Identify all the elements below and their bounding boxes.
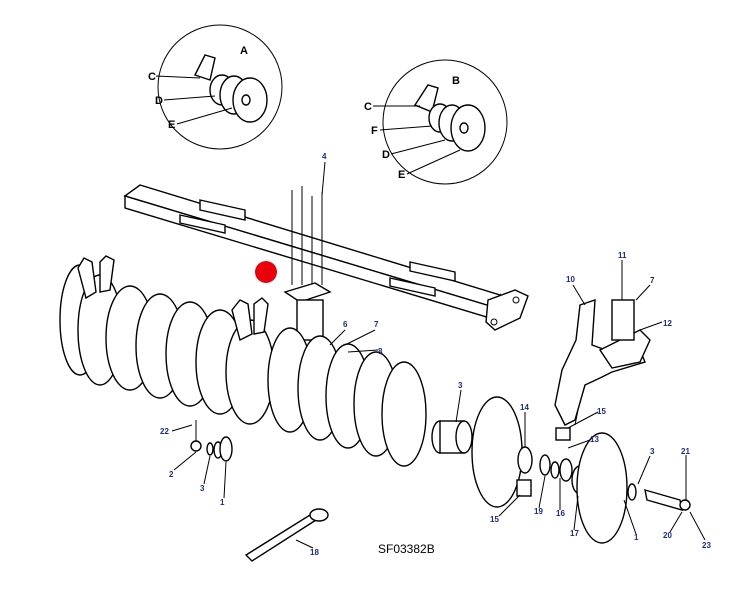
red-marker-dot bbox=[255, 261, 277, 283]
callout-17: 17 bbox=[570, 529, 579, 538]
detail-b-label-f: F bbox=[371, 125, 378, 137]
callout-4: 4 bbox=[322, 152, 327, 161]
callout-22: 22 bbox=[160, 427, 169, 436]
detail-b-letter: B bbox=[452, 75, 460, 87]
callout-10: 10 bbox=[566, 275, 575, 284]
u-bolt-mount bbox=[283, 186, 332, 341]
callout-12: 12 bbox=[663, 319, 672, 328]
callout-16: 16 bbox=[556, 509, 565, 518]
callout-6: 6 bbox=[343, 320, 348, 329]
detail-b-label-d: D bbox=[382, 149, 390, 161]
callout-11: 11 bbox=[618, 251, 627, 260]
right-disc-gang bbox=[267, 327, 523, 508]
callout-1-right: 1 bbox=[634, 533, 639, 542]
detail-a-label-c: C bbox=[148, 71, 156, 83]
callout-1-left: 1 bbox=[220, 498, 225, 507]
scraper-bar bbox=[244, 508, 329, 562]
callout-18: 18 bbox=[310, 548, 319, 557]
callout-15-lower: 15 bbox=[490, 515, 499, 524]
callout-3-right: 3 bbox=[650, 447, 655, 456]
detail-a-label-e: E bbox=[168, 119, 175, 131]
callout-19: 19 bbox=[534, 507, 543, 516]
hanger-arm bbox=[554, 283, 651, 426]
callout-3-left: 3 bbox=[200, 484, 205, 493]
callout-20: 20 bbox=[663, 531, 672, 540]
detail-a: A C D E bbox=[148, 24, 283, 150]
callout-3-spool: 3 bbox=[458, 381, 463, 390]
drawing-code: SF03382B bbox=[378, 542, 435, 556]
detail-b-label-c: C bbox=[364, 101, 372, 113]
callout-14: 14 bbox=[520, 403, 529, 412]
callout-leaders bbox=[171, 161, 706, 549]
right-hardware bbox=[516, 427, 691, 544]
left-hardware bbox=[190, 420, 233, 462]
left-disc-gang bbox=[59, 255, 275, 425]
detail-a-letter: A bbox=[240, 45, 248, 57]
detail-b: B C F D E bbox=[364, 59, 508, 185]
callout-13: 13 bbox=[590, 435, 599, 444]
callout-7-right: 7 bbox=[650, 276, 655, 285]
callout-7-upper: 7 bbox=[374, 320, 379, 329]
callout-21: 21 bbox=[681, 447, 690, 456]
callout-23: 23 bbox=[702, 541, 711, 550]
callout-8: 8 bbox=[378, 347, 383, 356]
callout-2: 2 bbox=[169, 470, 174, 479]
detail-a-label-d: D bbox=[155, 95, 163, 107]
callout-15-upper: 15 bbox=[597, 407, 606, 416]
detail-b-label-e: E bbox=[398, 169, 405, 181]
